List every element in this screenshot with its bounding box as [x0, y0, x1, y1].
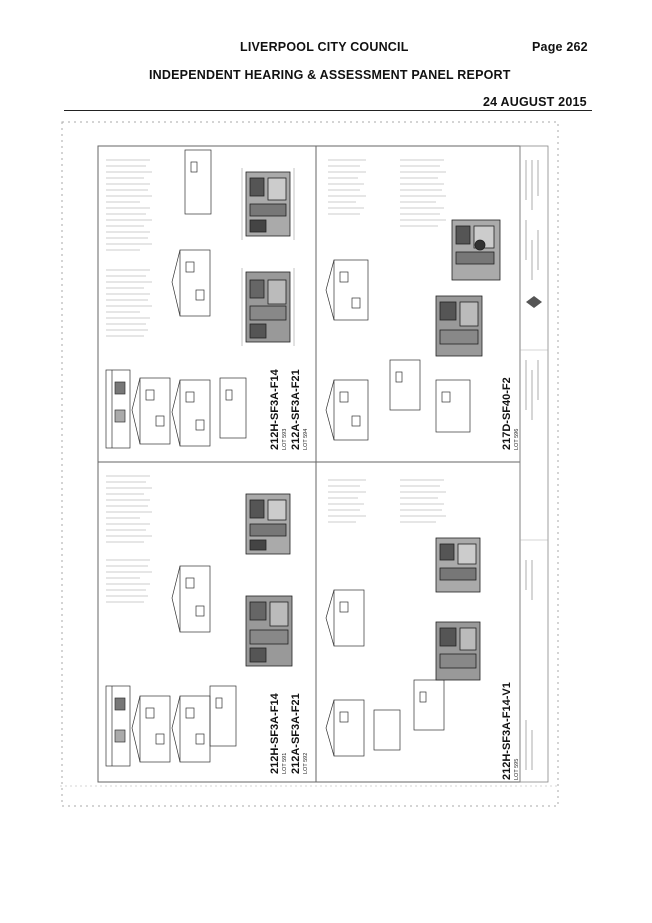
- panel-title: 212H-SF3A-F14: [269, 368, 281, 450]
- floor-plan: [245, 171, 291, 343]
- schedule-text-block: [328, 159, 446, 227]
- header-rule: [64, 110, 592, 111]
- sheet-border: [61, 121, 559, 807]
- lot-number: LOT 593: [282, 429, 288, 450]
- lot-number: LOT 595: [514, 759, 520, 780]
- panel-title-group: 217D-SF40-F2 LOT 596: [501, 377, 520, 450]
- schedule-text-block: [106, 159, 152, 337]
- elevation-drawing: [105, 149, 247, 449]
- report-title: INDEPENDENT HEARING & ASSESSMENT PANEL R…: [149, 68, 511, 82]
- lot-number: LOT 591: [282, 753, 288, 774]
- panel-title-group: 212H-SF3A-F14 LOT 591 212A-SF3A-F21 LOT …: [269, 692, 309, 774]
- lot-number: LOT 592: [303, 753, 309, 774]
- lot-number: LOT 596: [514, 429, 520, 450]
- panel-title: 212A-SF3A-F21: [290, 693, 302, 774]
- architectural-drawing-sheet: 212H-SF3A-F14 LOT 593 212A-SF3A-F21 LOT …: [60, 120, 560, 810]
- floor-plan: [435, 219, 501, 357]
- schedule-text-block: [106, 475, 152, 603]
- page-number: Page 262: [532, 40, 588, 54]
- panel-title: 212H-SF3A-F14: [269, 692, 281, 774]
- council-name: LIVERPOOL CITY COUNCIL: [240, 40, 409, 54]
- elevation-drawing: [325, 259, 471, 441]
- elevation-drawing: [325, 589, 445, 757]
- panel-title-group: 212H-SF3A-F14 LOT 593 212A-SF3A-F21 LOT …: [269, 368, 309, 450]
- report-date: 24 AUGUST 2015: [483, 95, 587, 109]
- floor-plan: [435, 537, 481, 681]
- panel-title-group: 212H-SF3A-F14-V1 LOT 595: [501, 682, 520, 780]
- panel-title: 212H-SF3A-F14-V1: [501, 682, 513, 780]
- elevation-drawing: [105, 565, 237, 767]
- panel-title: 217D-SF40-F2: [501, 377, 513, 450]
- panel-title: 212A-SF3A-F21: [290, 369, 302, 450]
- floor-plan: [245, 493, 293, 667]
- lot-number: LOT 594: [303, 429, 309, 450]
- schedule-text-block: [328, 479, 446, 523]
- logo-mark: [526, 296, 542, 308]
- title-block: [519, 145, 549, 783]
- title-block-text: [525, 160, 539, 770]
